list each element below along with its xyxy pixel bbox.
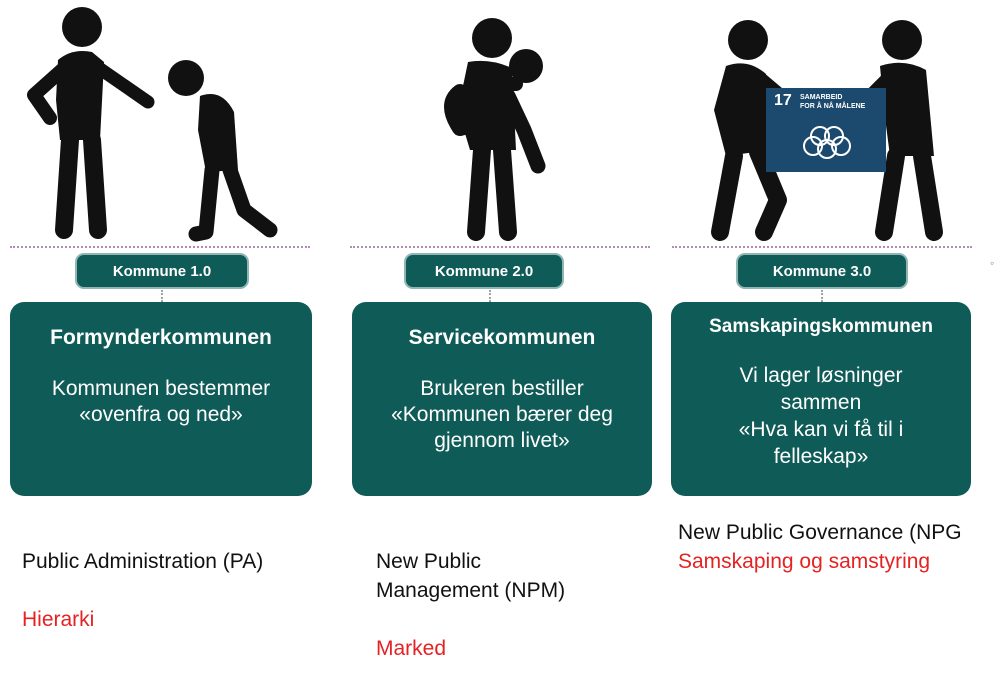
adult-pointing-at-child-illustration bbox=[27, 7, 278, 242]
caption-npg: New Public Governance (NPG Samskaping og… bbox=[678, 518, 1000, 576]
piggyback-carry-illustration bbox=[444, 18, 546, 241]
card-body: Kommunen bestemmer «ovenfra og ned» bbox=[51, 377, 271, 426]
connector-2 bbox=[489, 290, 491, 302]
caption-pa: Public Administration (PA) Hierarki bbox=[22, 518, 263, 663]
card-body: Brukeren bestiller «Kommunen bærer deg g… bbox=[391, 377, 613, 452]
sdg-17-sign: 17 SAMARBEID FOR Å NÅ MÅLENE bbox=[766, 88, 886, 172]
card-title: Formynderkommunen bbox=[50, 326, 272, 349]
divider-line-2 bbox=[350, 246, 650, 248]
divider-line-1 bbox=[10, 246, 310, 248]
connector-3 bbox=[821, 290, 823, 302]
caption-highlight: Samskaping og samstyring bbox=[678, 550, 931, 573]
sdg-text-line1: SAMARBEID bbox=[800, 94, 843, 101]
formynderkommunen-card: Formynderkommunen Kommunen bestemmer «ov… bbox=[10, 302, 312, 496]
caption-highlight: Hierarki bbox=[22, 608, 95, 631]
caption-npm: New Public Management (NPM) Marked bbox=[376, 518, 565, 692]
connector-1 bbox=[161, 290, 163, 302]
kommune-3-pill: Kommune 3.0 bbox=[736, 253, 908, 289]
sdg-text-line2: FOR Å NÅ MÅLENE bbox=[800, 103, 866, 110]
kommune-2-pill: Kommune 2.0 bbox=[404, 253, 564, 289]
two-people-carrying-sign-illustration bbox=[711, 20, 943, 241]
caption-text: New Public Governance (NPG bbox=[678, 521, 962, 544]
servicekommunen-card: Servicekommunen Brukeren bestiller «Komm… bbox=[352, 302, 652, 496]
card-title: Servicekommunen bbox=[408, 326, 596, 349]
divider-line-3 bbox=[672, 246, 972, 248]
kommune-1-pill: Kommune 1.0 bbox=[75, 253, 249, 289]
card-title: Samskapingskommunen bbox=[709, 316, 933, 337]
sdg-number: 17 bbox=[774, 92, 792, 109]
caption-highlight: Marked bbox=[376, 637, 447, 660]
caption-text: Public Administration (PA) bbox=[22, 550, 264, 573]
card-body: Vi lager løsninger sammen «Hva kan vi få… bbox=[738, 364, 904, 468]
caption-text: New Public Management (NPM) bbox=[376, 550, 566, 602]
edge-mark: ◦ bbox=[990, 256, 995, 270]
samskapingskommunen-card: Samskapingskommunen Vi lager løsninger s… bbox=[671, 302, 971, 496]
sdg-rings-icon bbox=[803, 126, 851, 159]
